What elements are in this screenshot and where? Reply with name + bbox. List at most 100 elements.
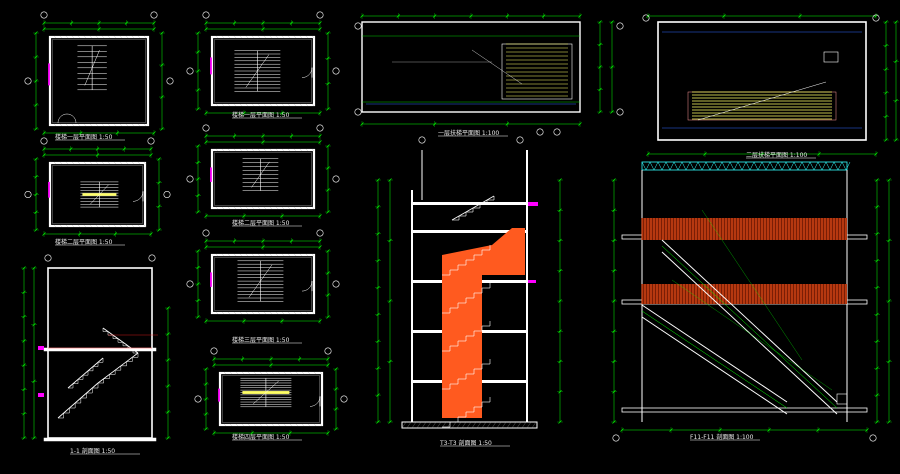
axis-bubble (44, 254, 52, 262)
foundation-hatch (416, 421, 422, 429)
truss-web (765, 161, 771, 171)
wall-hatch (311, 35, 315, 39)
truss-web (773, 161, 779, 171)
truss-web (653, 161, 659, 171)
axis-bubble (316, 11, 324, 19)
wall-hatch (125, 161, 129, 165)
direction-arrow (89, 184, 110, 205)
axis-bubble (150, 11, 158, 19)
wall-hatch (89, 224, 93, 228)
wall-hatch (245, 148, 249, 152)
truss-web (745, 161, 751, 171)
truss-web (669, 161, 675, 171)
wall-hatch (293, 311, 297, 315)
foundation-hatch (516, 421, 522, 429)
wall-hatch (269, 35, 273, 39)
foundation-hatch (406, 421, 412, 429)
wall-hatch (59, 161, 63, 165)
wall-hatch (137, 161, 141, 165)
wall-hatch (241, 371, 245, 375)
wall-hatch (253, 423, 257, 427)
escalator-plan-top-right (642, 13, 899, 157)
truss-web (757, 161, 763, 171)
view-title-plan_b1: 楼梯一层平面图 1:50 (232, 112, 290, 119)
wall-hatch (269, 311, 273, 315)
truss-web (649, 161, 655, 171)
wall-hatch (83, 35, 87, 39)
wall-hatch (257, 103, 261, 107)
wall-hatch (59, 35, 63, 39)
window-accent (528, 202, 538, 206)
wall-hatch (221, 206, 225, 210)
axis-bubble (354, 108, 362, 116)
wall-hatch (119, 224, 123, 228)
window-accent (528, 280, 536, 283)
wall-hatch (313, 423, 317, 427)
wall-hatch (229, 371, 233, 375)
escalator-handrail (641, 310, 788, 409)
wall-hatch (289, 423, 293, 427)
detail-box (823, 51, 839, 63)
wall-hatch (319, 371, 323, 375)
wall-hatch (245, 311, 249, 315)
wall-hatch (89, 161, 93, 165)
foundation-hatch (421, 421, 427, 429)
truss-web (661, 161, 667, 171)
truss-web (717, 161, 723, 171)
axis-bubble (40, 11, 48, 19)
wall-hatch (275, 206, 279, 210)
wall-hatch (227, 253, 231, 257)
wall-hatch (275, 35, 279, 39)
axis-bubble (186, 67, 194, 75)
wall-hatch (251, 253, 255, 257)
wall-hatch (227, 148, 231, 152)
wall-hatch (233, 103, 237, 107)
view-title-plan_b4: 楼梯四层平面图 1:50 (232, 434, 290, 441)
wall-hatch (269, 103, 273, 107)
wall-hatch (65, 224, 69, 228)
wall-hatch (71, 224, 75, 228)
wall-hatch (71, 35, 75, 39)
wall-hatch (307, 371, 311, 375)
axis-bubble (194, 395, 202, 403)
truss-web (829, 161, 835, 171)
wall-hatch (257, 35, 261, 39)
wall-hatch (83, 123, 87, 127)
floor-slab (43, 437, 157, 442)
wall-hatch (221, 103, 225, 107)
wall-hatch (271, 423, 275, 427)
stair-section-tall (375, 136, 563, 429)
foundation-hatch (481, 421, 487, 429)
wall-hatch (77, 35, 81, 39)
wall-hatch (101, 123, 105, 127)
axis-bubble (148, 254, 156, 262)
wall-hatch (299, 206, 303, 210)
view-title-sect_esc: F11-F11 剖面图 1:100 (690, 434, 754, 441)
view-title-plan_a2: 楼梯二层平面图 1:50 (55, 239, 113, 246)
wall-hatch (265, 423, 269, 427)
axis-bubble (324, 347, 332, 355)
wall-hatch (287, 35, 291, 39)
foundation-hatch (511, 421, 517, 429)
wall-hatch (263, 148, 267, 152)
wall-hatch (269, 148, 273, 152)
stair-plan-a1 (24, 11, 174, 136)
wall-hatch (263, 206, 267, 210)
stair-plan-b1 (186, 11, 340, 116)
wall-hatch (131, 123, 135, 127)
wall-hatch (245, 103, 249, 107)
wall-hatch (245, 35, 249, 39)
wall-hatch (215, 35, 219, 39)
wall-hatch (287, 206, 291, 210)
escalator-truss (641, 304, 788, 403)
stair-section-left (21, 254, 171, 442)
truss-web (845, 161, 851, 171)
wall-hatch (137, 35, 141, 39)
wall-hatch (83, 224, 87, 228)
wall-hatch (269, 253, 273, 257)
section-cut-fill (442, 228, 525, 418)
truss-web (841, 161, 847, 171)
wall-hatch (293, 35, 297, 39)
wall-hatch (101, 161, 105, 165)
